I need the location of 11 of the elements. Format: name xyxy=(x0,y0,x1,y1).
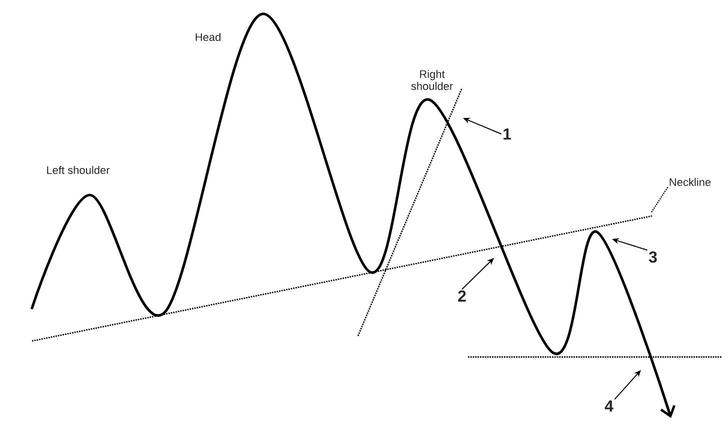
callout-number: 4 xyxy=(604,400,614,412)
leader-arrow xyxy=(462,258,494,290)
leader-line xyxy=(650,186,668,214)
callout-number: 1 xyxy=(504,128,511,140)
part-label: Right shoulder xyxy=(411,70,453,90)
part-label: Left shoulder xyxy=(47,166,110,174)
leader-arrow xyxy=(614,370,641,400)
neckline-label: Neckline xyxy=(670,178,711,186)
callout-number: 3 xyxy=(648,251,657,263)
callout-number: 2 xyxy=(458,290,466,302)
part-label: Head xyxy=(196,32,220,42)
